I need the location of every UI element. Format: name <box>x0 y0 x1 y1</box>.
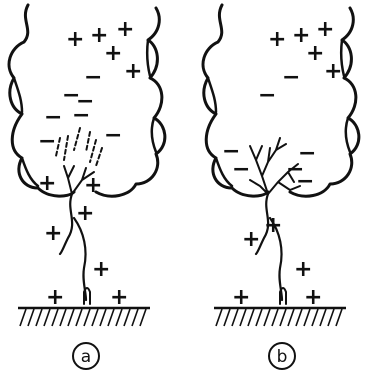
upper-positive-charges: + + + + + <box>268 17 342 84</box>
panel-label: b <box>277 347 288 367</box>
positive-charge: + <box>294 257 312 282</box>
positive-charge: + <box>324 59 342 84</box>
negative-charge: − <box>72 103 90 128</box>
positive-charge: + <box>316 17 334 42</box>
negative-charge: − <box>258 83 276 108</box>
cloud-streamers <box>56 128 102 166</box>
positive-charge: + <box>304 285 322 310</box>
ground-hatching <box>20 309 146 326</box>
positive-charge: + <box>268 27 286 52</box>
ground-streamer <box>84 288 90 304</box>
negative-charge: − <box>296 169 314 194</box>
negative-charge: − <box>282 65 300 90</box>
panel-label: a <box>81 347 91 367</box>
positive-charge: + <box>84 173 102 198</box>
negative-charge: − <box>44 105 62 130</box>
positive-charge: + <box>242 227 260 252</box>
positive-charge: + <box>116 17 134 42</box>
positive-charge: + <box>306 41 324 66</box>
positive-charge: + <box>110 285 128 310</box>
negative-charge: − <box>84 65 102 90</box>
negative-charges: − − − − − − − <box>222 65 316 194</box>
positive-charge: + <box>76 201 94 226</box>
positive-charge: + <box>44 221 62 246</box>
positive-charge: + <box>46 285 64 310</box>
negative-charge: − <box>38 129 56 154</box>
positive-charge: + <box>38 171 56 196</box>
positive-charge: + <box>124 59 142 84</box>
negative-charge: − <box>232 157 250 182</box>
positive-charge: + <box>104 41 122 66</box>
upper-positive-charges: + + + + + <box>66 17 142 84</box>
panel-a: + + + + + − − − − − − − + + + + <box>9 5 165 369</box>
ground-streamer <box>280 288 286 304</box>
ground-hatching <box>216 309 342 326</box>
positive-charge: + <box>66 27 84 52</box>
negative-charge: − <box>104 123 122 148</box>
positive-charge: + <box>264 213 282 238</box>
lower-positive-charges: + + + + + <box>232 213 322 310</box>
positive-charge: + <box>232 285 250 310</box>
panel-b: + + + + + − − − − − − − + + + + + <box>203 5 359 369</box>
positive-charge: + <box>92 257 110 282</box>
negative-charges: − − − − − − − <box>38 65 122 154</box>
